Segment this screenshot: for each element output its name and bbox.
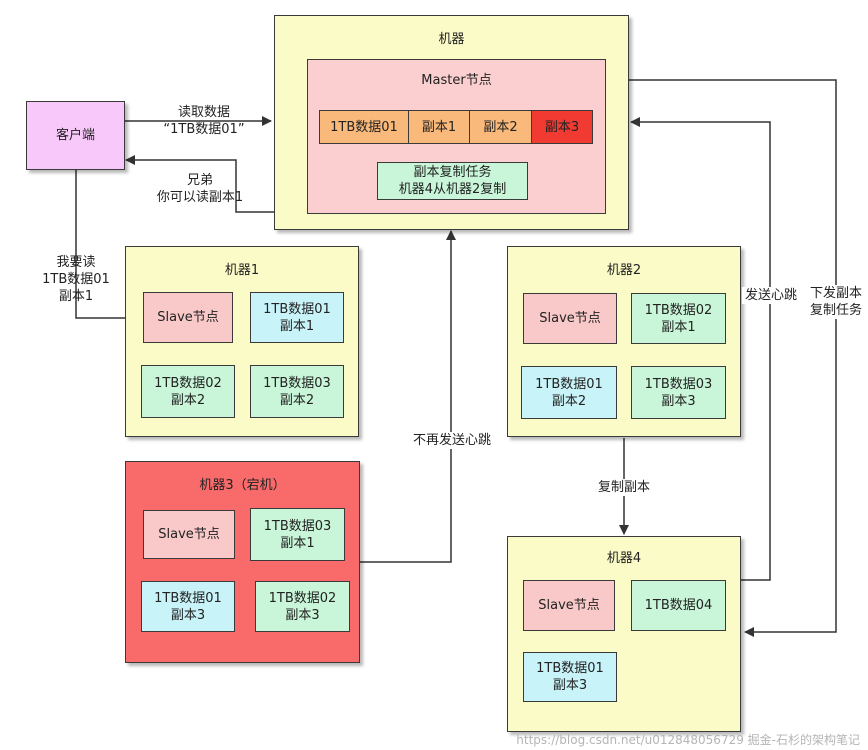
master-machine-title: 机器 xyxy=(438,32,465,47)
label-want-read: 我要读 1TB数据01 副本1 xyxy=(42,255,110,304)
machine3-block-1: 1TB数据03 副本1 xyxy=(250,508,345,561)
machine2-block-1: 1TB数据02 副本1 xyxy=(631,293,726,344)
machine4-slave-node: Slave节点 xyxy=(523,580,615,631)
machine4-block-1: 1TB数据04 xyxy=(631,580,726,631)
machine1-title: 机器1 xyxy=(224,263,260,278)
arrow-heartbeat xyxy=(630,117,771,581)
machine2: 机器2 Slave节点 1TB数据02 副本1 1TB数据01 副本2 1TB数… xyxy=(507,246,741,437)
arrow-reply xyxy=(125,155,274,213)
arrow-want-read xyxy=(75,170,141,323)
label-dispatch: 下发副本 复制任务 xyxy=(806,285,866,319)
task-line2: 机器4从机器2复制 xyxy=(398,182,507,197)
client-label: 客户端 xyxy=(55,128,95,143)
master-machine: 机器 Master节点 1TB数据01 副本1 副本2 副本3 副本复制任务 机… xyxy=(274,15,629,230)
machine3-down: 机器3（宕机） Slave节点 1TB数据03 副本1 1TB数据01 副本3 … xyxy=(125,461,360,663)
master-cell-replica3: 副本3 xyxy=(531,110,593,144)
task-line1: 副本复制任务 xyxy=(413,165,492,180)
arrow-dispatch xyxy=(629,79,837,637)
machine4: 机器4 Slave节点 1TB数据04 1TB数据01 副本3 xyxy=(507,536,741,732)
label-heartbeat: 发送心跳 xyxy=(742,287,800,304)
machine1-block-2: 1TB数据02 副本2 xyxy=(141,365,235,418)
label-read-request: 读取数据 “1TB数据01” xyxy=(163,105,245,137)
label-reply: 兄弟 你可以读副本1 xyxy=(156,173,244,205)
machine3-block-2: 1TB数据01 副本3 xyxy=(141,581,235,632)
master-node-title: Master节点 xyxy=(421,73,492,88)
replica-copy-task: 副本复制任务 机器4从机器2复制 xyxy=(377,162,528,200)
label-copy-replica: 复制副本 xyxy=(592,479,656,496)
machine1-slave-node: Slave节点 xyxy=(143,292,233,343)
master-cell-replica1: 副本1 xyxy=(408,110,470,144)
machine2-slave-node: Slave节点 xyxy=(523,293,617,344)
machine1-block-1: 1TB数据01 副本1 xyxy=(250,292,344,343)
master-cell-replica2: 副本2 xyxy=(469,110,532,144)
machine3-slave-node: Slave节点 xyxy=(143,510,235,559)
machine4-block-2: 1TB数据01 副本3 xyxy=(523,652,617,702)
arrow-no-heartbeat xyxy=(360,230,456,563)
machine1: 机器1 Slave节点 1TB数据01 副本1 1TB数据02 副本2 1TB数… xyxy=(125,246,359,437)
master-node: Master节点 1TB数据01 副本1 副本2 副本3 副本复制任务 机器4从… xyxy=(307,59,606,214)
machine1-block-3: 1TB数据03 副本2 xyxy=(250,365,344,418)
machine2-title: 机器2 xyxy=(606,263,642,278)
watermark: https://blog.csdn.net/u012848056729 掘金-石… xyxy=(516,733,860,747)
machine3-block-3: 1TB数据02 副本3 xyxy=(255,581,350,632)
machine4-title: 机器4 xyxy=(606,551,642,566)
client-box: 客户端 xyxy=(26,101,125,170)
master-cell-data01: 1TB数据01 xyxy=(319,110,409,144)
machine2-block-3: 1TB数据03 副本3 xyxy=(631,366,726,419)
machine3-title: 机器3（宕机） xyxy=(199,478,286,493)
label-no-heartbeat: 不再发送心跳 xyxy=(402,432,502,449)
machine2-block-2: 1TB数据01 副本2 xyxy=(521,366,617,419)
